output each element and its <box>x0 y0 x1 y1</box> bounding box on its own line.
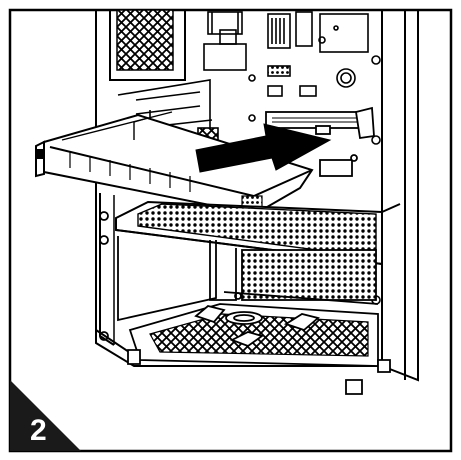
psu-compartment <box>99 211 379 341</box>
motherboard <box>203 11 381 305</box>
psu-shroud <box>115 200 401 266</box>
chassis-feet <box>127 349 391 395</box>
arrow-right-icon <box>195 123 332 173</box>
rear-fan-vent <box>109 9 186 81</box>
pcie-slot <box>265 106 375 177</box>
graphics-card <box>35 111 314 216</box>
step-badge-background <box>10 380 81 451</box>
